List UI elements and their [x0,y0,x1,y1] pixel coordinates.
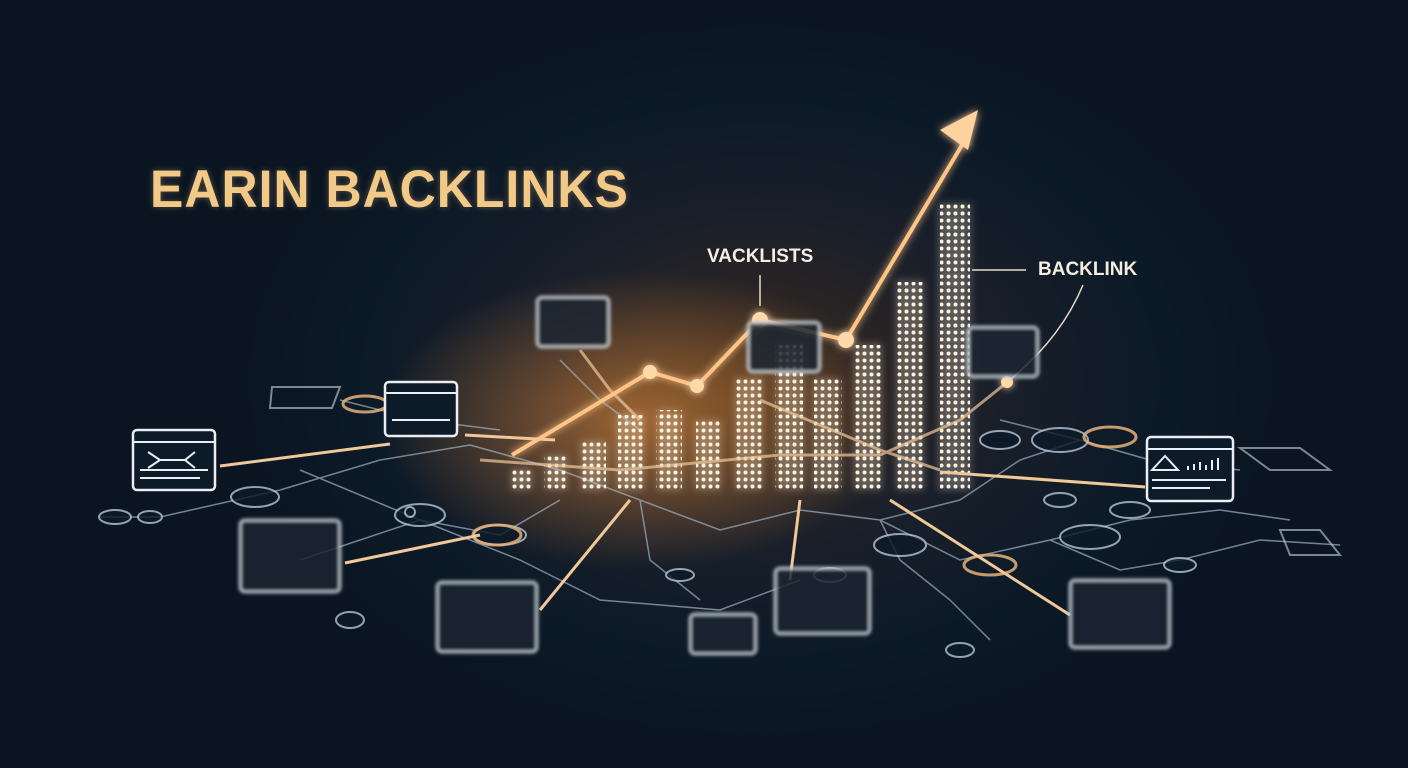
page-title: EARIN BACKLINKS [150,159,629,219]
callout-backlink: BACKLINK [1038,259,1138,280]
chart-card-icon [1145,435,1235,503]
callout-vacklists: VACKLISTS [707,246,814,267]
trend-arrow-icon [940,110,978,150]
